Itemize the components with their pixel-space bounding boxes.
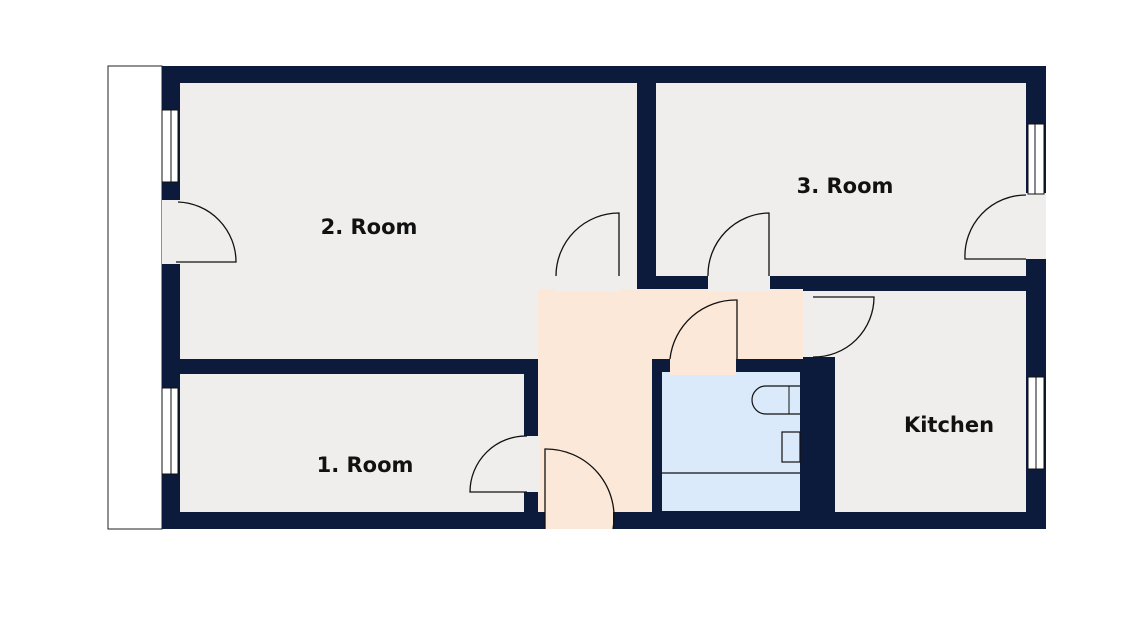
room-2-label: 2. Room [321,215,418,239]
window-kitchen [1027,376,1045,470]
sink-icon [781,431,801,463]
door-entrance[interactable] [544,448,615,530]
kitchen-entry [803,291,835,357]
kitchen-floor[interactable] [835,291,1026,512]
room-1-label: 1. Room [317,453,414,477]
room-3-label: 3. Room [797,174,894,198]
window-room2 [161,109,179,183]
room-1-floor[interactable] [180,374,524,512]
window-room1 [161,387,179,475]
window-room3 [1027,123,1045,195]
balcony [107,65,163,530]
room-3-floor[interactable] [656,83,1026,276]
door-gap-room1 [524,436,540,492]
door-gap-bath [670,355,736,375]
door-room2-hall[interactable] [555,212,620,277]
door-gap-room3-balcony [1024,193,1046,259]
door-room2-balcony[interactable] [176,201,237,263]
door-kitchen[interactable] [812,296,875,358]
kitchen-label: Kitchen [904,413,994,437]
door-gap-room2-hall [556,276,620,292]
door-room3-hall[interactable] [707,212,770,277]
toilet-icon [751,385,800,415]
bathroom-floor[interactable] [662,372,800,511]
door-bathroom[interactable] [669,299,738,360]
door-gap-room3-hall [708,276,770,292]
entrance-opening [545,505,613,529]
door-gap-room2-balcony [162,200,182,264]
door-room3-balcony[interactable] [964,194,1027,260]
door-room1[interactable] [469,435,528,493]
